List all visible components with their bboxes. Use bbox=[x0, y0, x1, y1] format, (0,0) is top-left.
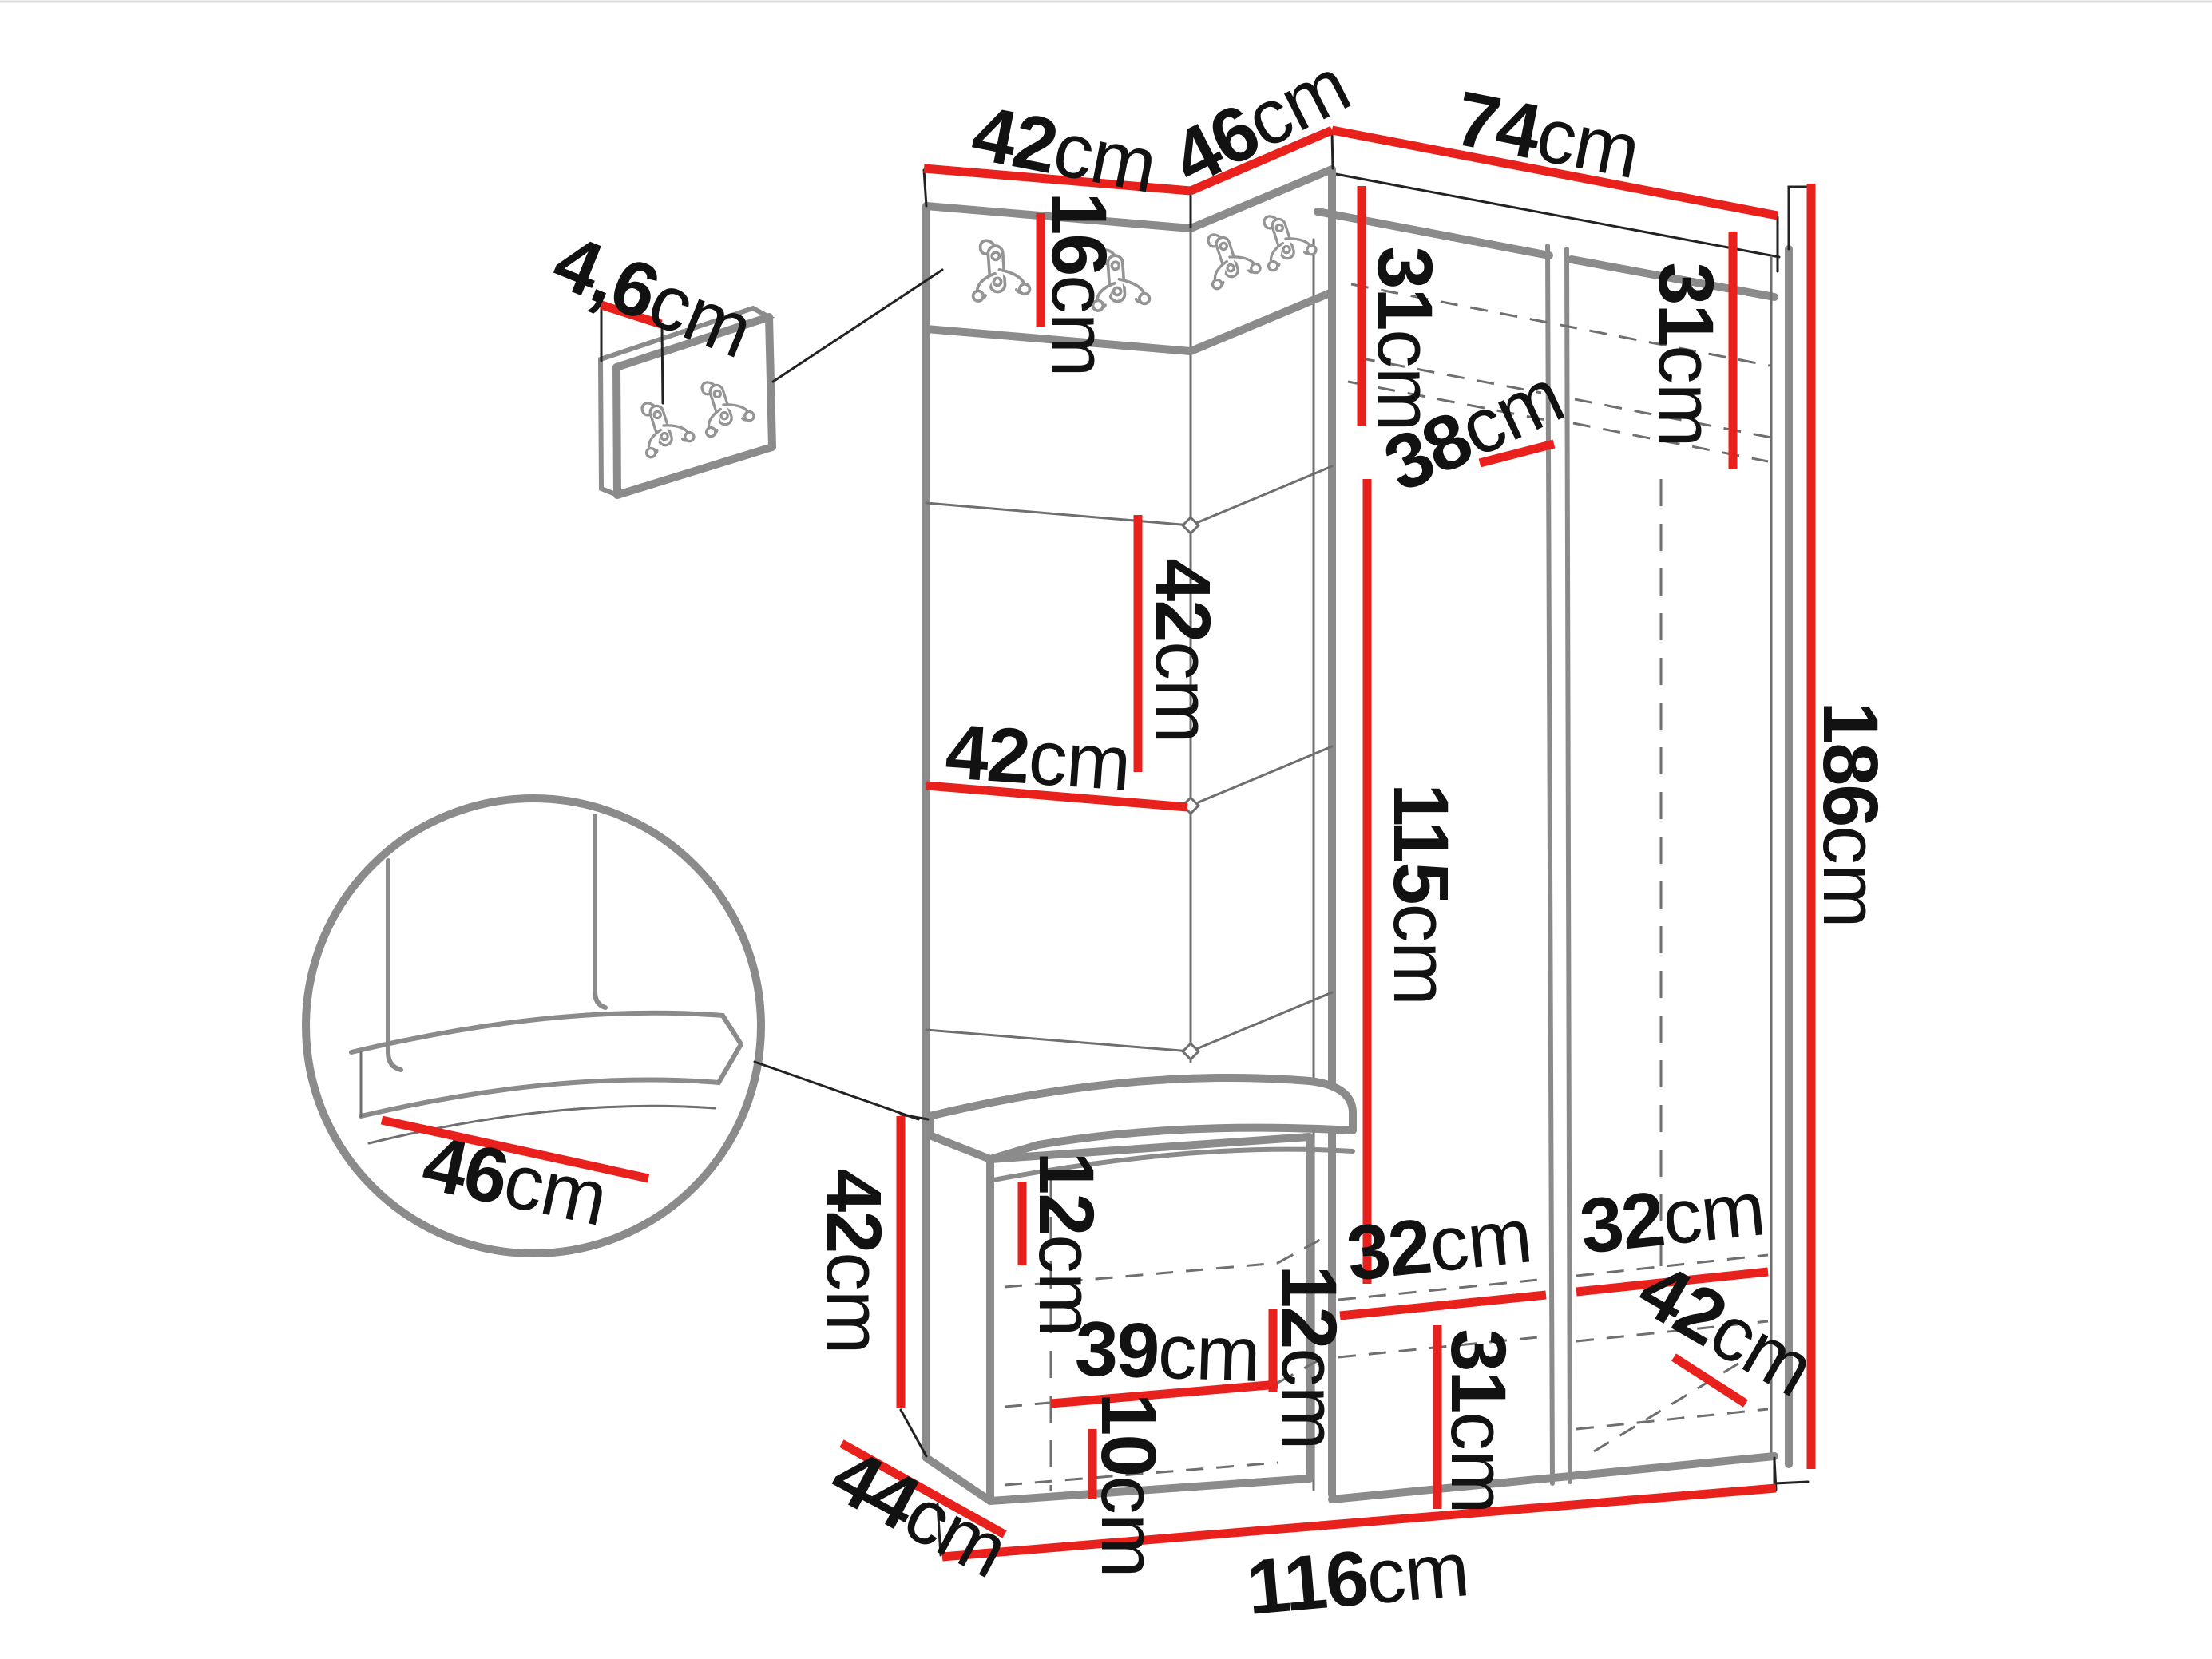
detail-back-panel-edge-left bbox=[386, 858, 403, 1072]
dim-label-right-top-compartment: 31cm bbox=[1643, 262, 1730, 446]
panel-seam-2-corner bbox=[1189, 745, 1334, 807]
dim-line-bench-shelf-width bbox=[1050, 1380, 1278, 1408]
dim-label-panel-height: 42cm bbox=[1140, 558, 1227, 742]
corner-face-top-edge bbox=[1187, 165, 1336, 232]
dimension-labels: 42cm 46cm 74cm 16cm 31cm 31cm 38cm 42cm … bbox=[416, 41, 1895, 1630]
top-shelf-back-right bbox=[1574, 398, 1772, 439]
detail-callout-line bbox=[771, 268, 944, 383]
wardrobe-divider-left bbox=[1545, 244, 1555, 1486]
dim-label-bench-shelf-gap: 12cm bbox=[1267, 1265, 1354, 1449]
dim-line-top-corner-depth bbox=[1188, 125, 1334, 196]
dim-label-seat-panel-offset: 12cm bbox=[1024, 1151, 1111, 1336]
wardrobe-divider-right bbox=[1564, 247, 1572, 1484]
wardrobe-top-front-edge-right bbox=[1568, 255, 1778, 301]
dim-label-seat-width-detail: 46cm bbox=[416, 1119, 615, 1242]
bottom-hidden-right-2 bbox=[1576, 1320, 1769, 1343]
top-shelf-front-left bbox=[1347, 380, 1547, 422]
tuft-mark-1 bbox=[1180, 515, 1201, 536]
double-coat-hook-icon bbox=[967, 236, 1033, 303]
dim-line-total-width bbox=[941, 1483, 1777, 1562]
bench-hidden-depth-2 bbox=[1277, 1354, 1328, 1384]
dim-label-total-height: 186cm bbox=[1808, 701, 1895, 927]
bottom-shelf-hidden-right bbox=[1576, 1253, 1769, 1277]
seat-cushion-top bbox=[926, 1073, 1357, 1163]
left-face-top-edge bbox=[922, 202, 1195, 232]
seat-bench bbox=[922, 1073, 1357, 1505]
panel-seam-3-left bbox=[925, 1028, 1192, 1053]
dim-label-hook-strip-height: 16cm bbox=[1037, 192, 1124, 376]
dim-line-panel-width bbox=[926, 781, 1188, 812]
dimension-ticks bbox=[899, 130, 1779, 1557]
dimension-lines bbox=[380, 125, 1816, 1562]
dim-label-panel-width: 42cm bbox=[943, 707, 1133, 807]
dim-label-hanging-space: 115cm bbox=[1378, 783, 1465, 1005]
dim-line-bottom-depth bbox=[1671, 1353, 1748, 1408]
wardrobe-bottom-edge bbox=[1328, 1452, 1778, 1503]
dim-label-total-width: 116cm bbox=[1243, 1525, 1472, 1631]
upholstered-section bbox=[922, 165, 1336, 1122]
detail-back-panel-edge-right bbox=[593, 814, 608, 1010]
panel-seam-3-corner bbox=[1189, 991, 1334, 1053]
dim-label-left-top-compartment: 31cm bbox=[1362, 246, 1449, 430]
dim-label-bench-bottom-gap: 10cm bbox=[1086, 1392, 1173, 1577]
top-shelf-back-left bbox=[1357, 356, 1542, 394]
dim-label-top-right-width: 74cm bbox=[1449, 73, 1647, 194]
bottom-shelf-hidden-left bbox=[1338, 1277, 1547, 1301]
dim-line-top-right-width bbox=[1330, 125, 1779, 220]
dim-line-top-left-width bbox=[923, 164, 1191, 196]
wardrobe-top-front-edge-left bbox=[1314, 208, 1553, 259]
wardrobe-section bbox=[1312, 167, 1813, 1503]
wardrobe-top-back-edge bbox=[1326, 171, 1781, 259]
bottom-hidden-left-2 bbox=[1338, 1335, 1547, 1359]
dim-line-hook-panel-thickness bbox=[600, 300, 663, 329]
dim-label-left-bottom-width: 32cm bbox=[1342, 1191, 1535, 1297]
detail-cushion-top-edge bbox=[349, 1010, 743, 1055]
dim-line-left-bottom-width bbox=[1339, 1290, 1547, 1320]
dim-label-right-bottom-width: 32cm bbox=[1576, 1164, 1768, 1270]
detail-circle bbox=[302, 794, 765, 1257]
hook-strip-seam-left bbox=[922, 325, 1195, 355]
dim-line-right-bottom-width bbox=[1576, 1267, 1769, 1297]
wardrobe-top-hidden-edge bbox=[1350, 283, 1770, 367]
bench-left-face bbox=[922, 1114, 994, 1505]
top-right-step bbox=[1787, 185, 1813, 251]
detail-cushion-front-edge bbox=[359, 1042, 743, 1119]
double-coat-hook-icon bbox=[1252, 204, 1320, 273]
thickness-guide-right bbox=[660, 324, 664, 405]
wall-hook-panel-detail bbox=[597, 268, 944, 499]
seat-detail-circle bbox=[302, 794, 920, 1257]
panel-seam-1-left bbox=[925, 501, 1192, 527]
bench-hidden-depth-1 bbox=[1277, 1234, 1328, 1265]
seat-cushion-lip bbox=[991, 1146, 1355, 1182]
dim-label-top-left-width: 42cm bbox=[965, 88, 1163, 208]
dim-label-bench-shelf-width: 39cm bbox=[1074, 1304, 1262, 1397]
dim-line-seat-width-detail bbox=[380, 1115, 650, 1183]
hook-strip-seam-corner bbox=[1187, 288, 1336, 355]
bottom-hidden-right-3 bbox=[1576, 1408, 1769, 1431]
dim-line-top-shelf-depth bbox=[1478, 439, 1556, 468]
dim-line-bench-depth bbox=[839, 1439, 1007, 1538]
circle-callout-line bbox=[753, 1060, 920, 1121]
main-unit bbox=[922, 165, 1813, 1505]
bench-front-face bbox=[986, 1133, 1314, 1505]
dim-label-bench-height: 42cm bbox=[811, 1169, 898, 1353]
panel-seam-1-corner bbox=[1189, 465, 1334, 527]
double-coat-hook-icon bbox=[1196, 222, 1264, 291]
bench-hidden-bottom bbox=[1004, 1461, 1278, 1487]
tuft-mark-3 bbox=[1180, 1041, 1201, 1062]
dim-label-bottom-compartment-height: 31cm bbox=[1436, 1328, 1523, 1513]
